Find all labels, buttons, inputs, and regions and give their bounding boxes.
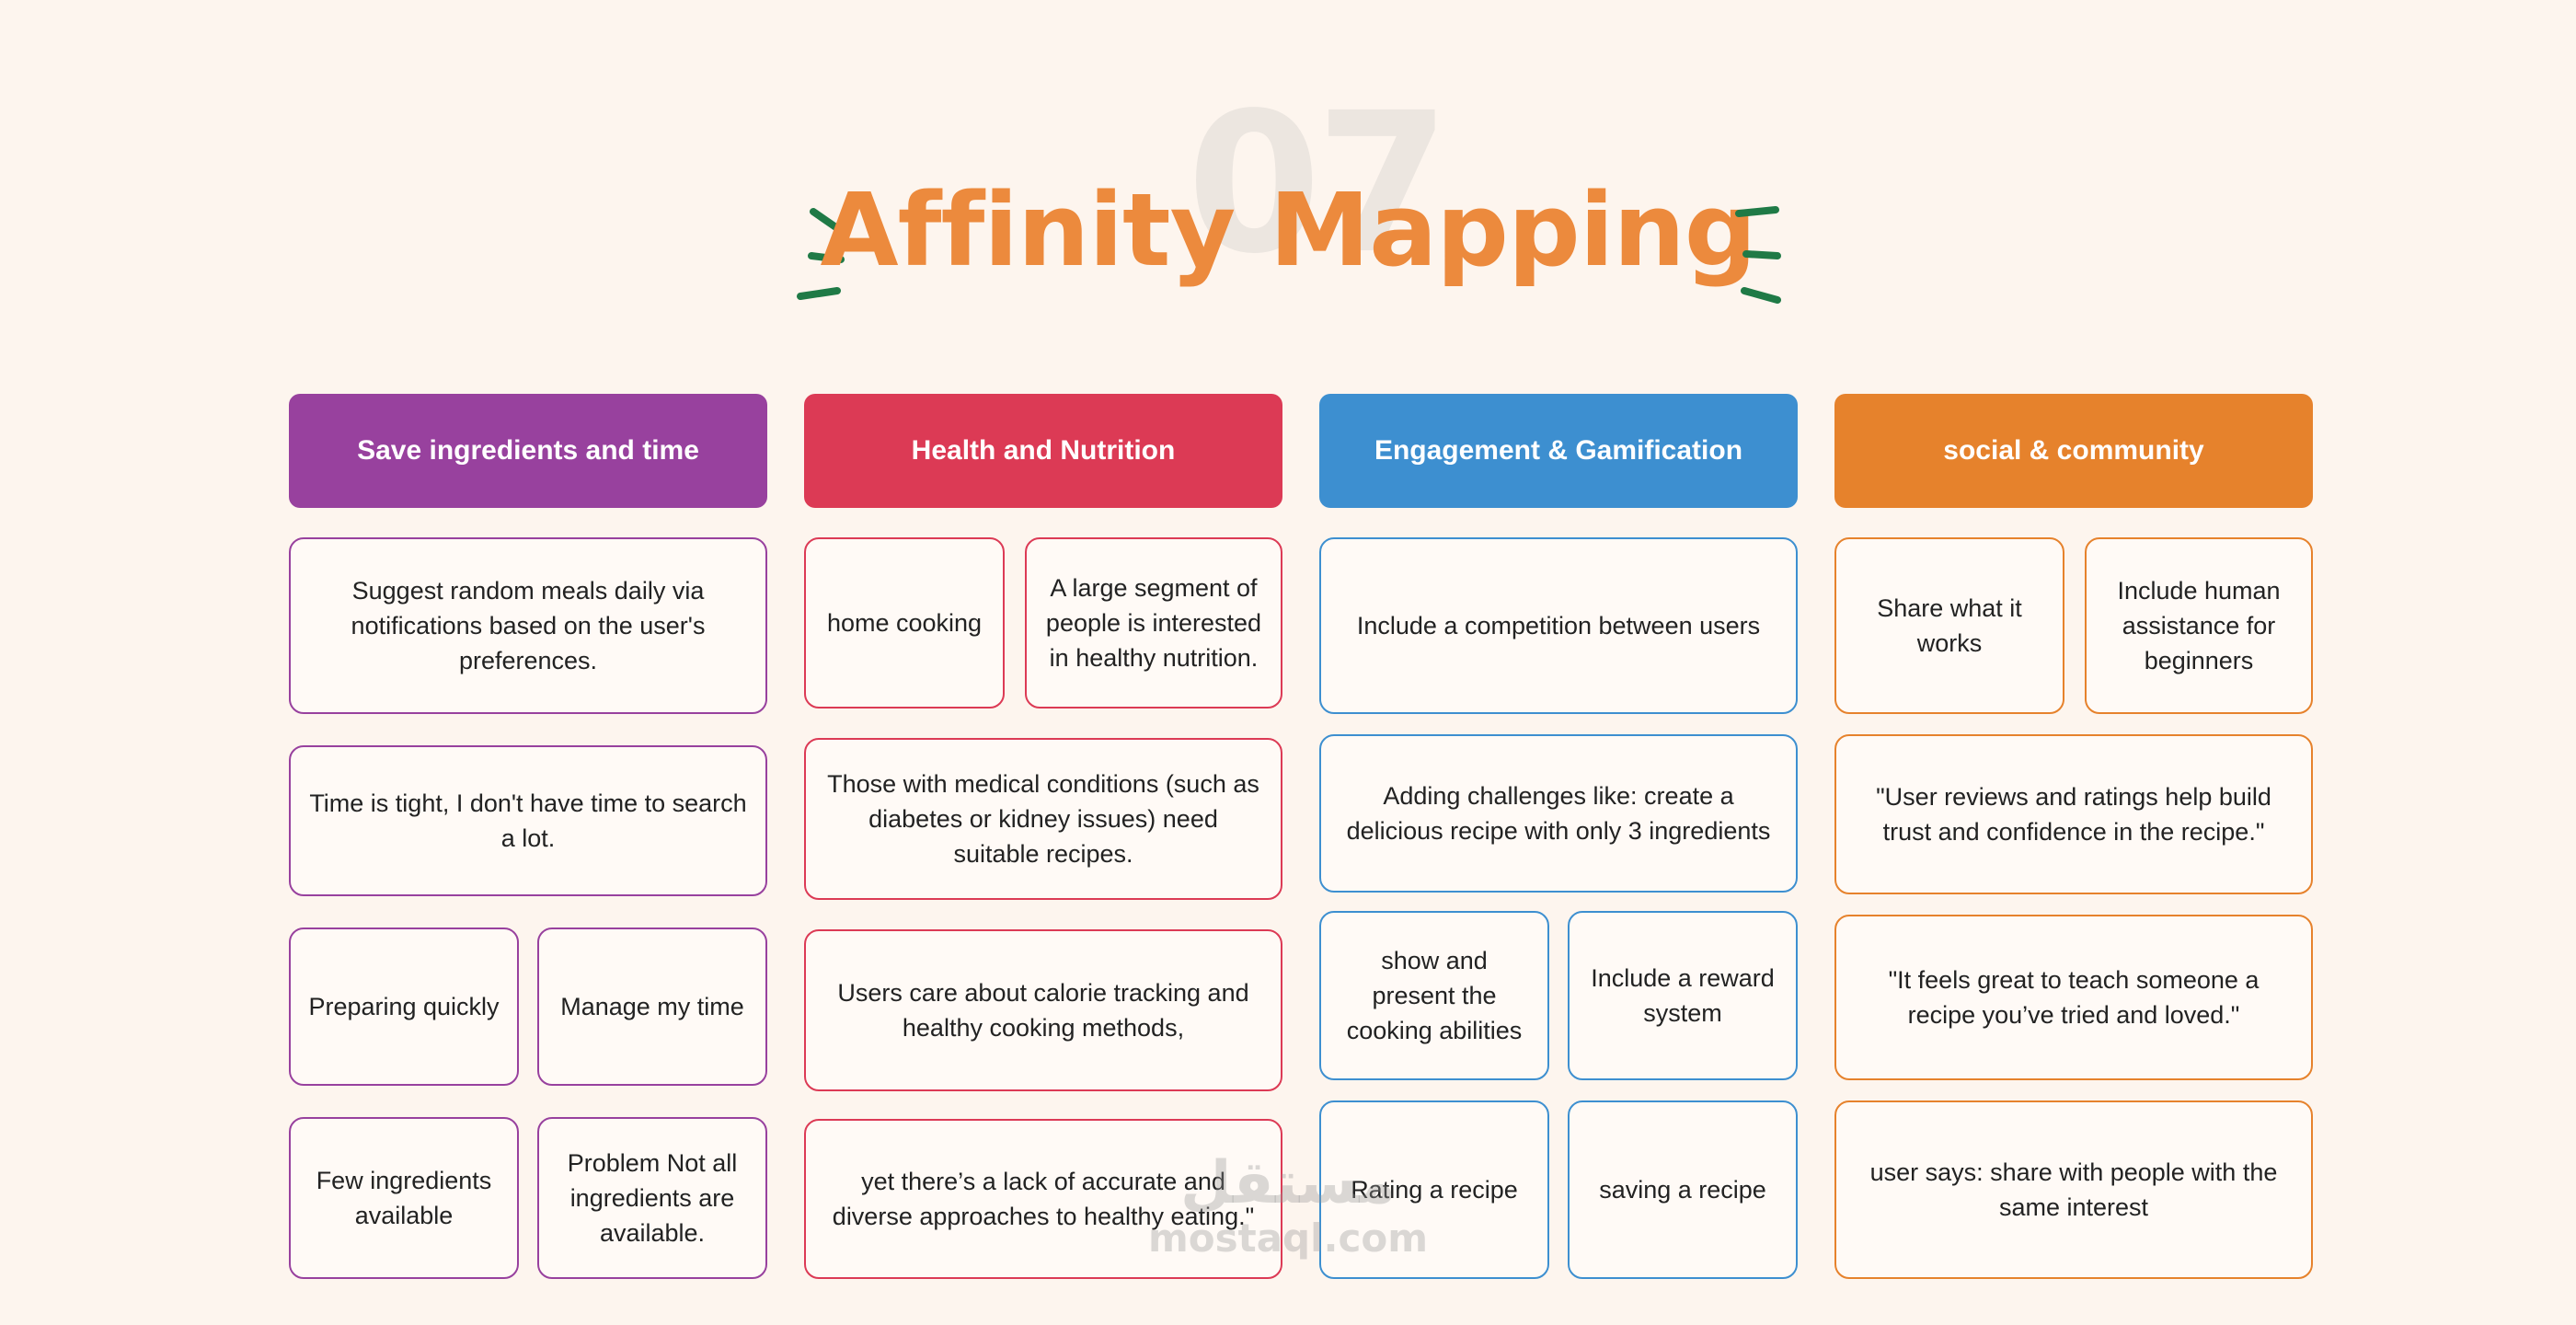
note-card: Include human assistance for beginners — [2085, 537, 2313, 714]
note-card: Preparing quickly — [289, 928, 519, 1086]
note-card: Adding challenges like: create a delicio… — [1319, 734, 1798, 893]
note-card: Share what it works — [1834, 537, 2064, 714]
page-title: Affinity Mapping — [820, 171, 1756, 289]
note-card: Few ingredients available — [289, 1117, 519, 1279]
decorative-dashes-left-icon — [797, 208, 845, 300]
note-card: Include a competition between users — [1319, 537, 1798, 714]
note-card: home cooking — [804, 537, 1005, 709]
note-card: "It feels great to teach someone a recip… — [1834, 915, 2313, 1080]
note-card: yet there’s a lack of accurate and diver… — [804, 1119, 1282, 1279]
note-card: Time is tight, I don't have time to sear… — [289, 745, 767, 896]
column-header: Save ingredients and time — [289, 394, 767, 508]
column-header: Engagement & Gamification — [1319, 394, 1798, 508]
note-card: "User reviews and ratings help build tru… — [1834, 734, 2313, 894]
note-card: Manage my time — [537, 928, 767, 1086]
column-header: social & community — [1834, 394, 2313, 508]
column-header: Health and Nutrition — [804, 394, 1282, 508]
watermark: مستقل mostaql.com — [1132, 1150, 1444, 1261]
note-card: Users care about calorie tracking and he… — [804, 929, 1282, 1091]
note-card: user says: share with people with the sa… — [1834, 1100, 2313, 1279]
note-card: A large segment of people is interested … — [1025, 537, 1282, 709]
column-save-ingredients: Save ingredients and time Suggest random… — [289, 394, 767, 1279]
note-card: Include a reward system — [1568, 911, 1798, 1080]
column-social-community: social & community Share what it works I… — [1834, 394, 2313, 1279]
note-card: Problem Not all ingredients are availabl… — [537, 1117, 767, 1279]
watermark-arabic: مستقل — [1179, 1149, 1397, 1217]
column-health-nutrition: Health and Nutrition home cooking A larg… — [804, 394, 1282, 1279]
decorative-dashes-right-icon — [1735, 206, 1781, 304]
section-number: 07 — [1187, 71, 1450, 296]
watermark-latin: mostaql.com — [1148, 1216, 1428, 1261]
note-card: Those with medical conditions (such as d… — [804, 738, 1282, 900]
note-card: show and present the cooking abilities — [1319, 911, 1549, 1080]
note-card: Suggest random meals daily via notificat… — [289, 537, 767, 714]
column-engagement-gamification: Engagement & Gamification Include a comp… — [1319, 394, 1798, 1279]
note-card: Rating a recipe — [1319, 1100, 1549, 1279]
note-card: saving a recipe — [1568, 1100, 1798, 1279]
